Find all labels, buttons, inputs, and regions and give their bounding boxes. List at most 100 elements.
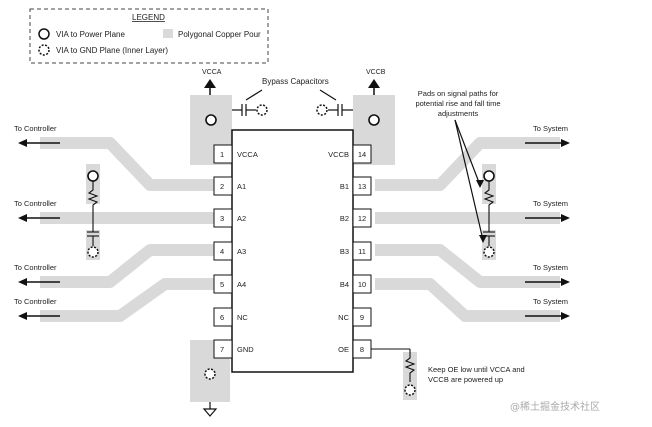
to-controller: To Controller [14, 297, 57, 306]
pin-num: 14 [358, 150, 366, 159]
gnd-via-icon [483, 246, 495, 258]
copper-traces [40, 137, 560, 322]
right-pins [352, 144, 372, 359]
pads-note-arrows [454, 119, 484, 241]
pads-note: Pads on signal paths for potential rise … [415, 89, 500, 118]
trace-b1 [375, 137, 560, 191]
pin-name: A3 [237, 247, 246, 256]
capacitor-icon [87, 218, 99, 246]
trace-a4 [40, 278, 215, 322]
pin-name: B4 [340, 280, 349, 289]
pin-name: A1 [237, 182, 246, 191]
pin-num: 4 [220, 247, 224, 256]
bypass-cap-a [232, 104, 256, 116]
pin-num: 1 [220, 150, 224, 159]
arrow-down-icon [476, 180, 484, 188]
resistor-icon [404, 349, 416, 382]
left-arrowheads [18, 139, 27, 320]
left-pin-names: VCCA A1 A2 A3 A4 NC GND [237, 150, 258, 354]
power-via-icon [205, 114, 217, 126]
via-gnd-icon [38, 44, 50, 56]
legend-copper: Polygonal Copper Pour [178, 30, 261, 39]
resistor-icon [483, 181, 495, 218]
pin-name: VCCB [328, 150, 349, 159]
ic-body [231, 129, 354, 373]
bypass-cap-b [328, 104, 353, 116]
gnd-via-icon [87, 246, 99, 258]
left-pins [213, 144, 233, 359]
arrow-right-icon [561, 214, 570, 222]
watermark: @稀土掘金技术社区 [510, 400, 600, 413]
trace-a1 [40, 137, 215, 191]
bypass-label: Bypass Capacitors [262, 77, 329, 86]
pin-num: 5 [220, 280, 224, 289]
power-via-icon [483, 170, 495, 182]
trace-a3 [40, 244, 215, 288]
pin-num: 7 [220, 345, 224, 354]
right-pin-names: VCCB B1 B2 B3 B4 NC OE [328, 150, 349, 354]
right-arrow-labels: To System To System To System To System [533, 124, 568, 306]
to-controller: To Controller [14, 124, 57, 133]
arrow-right-icon [561, 278, 570, 286]
pin-num: 12 [358, 214, 366, 223]
gnd-via-icon [404, 384, 416, 396]
pin-num: 9 [360, 313, 364, 322]
right-pin-numbers: 14 13 12 11 10 9 8 [358, 150, 366, 354]
arrow-right-icon [561, 312, 570, 320]
pin-num: 2 [220, 182, 224, 191]
pads-note-line: Pads on signal paths for [418, 89, 499, 98]
oe-note: Keep OE low until VCCA and VCCB are powe… [428, 365, 525, 384]
left-arrow-labels: To Controller To Controller To Controlle… [14, 124, 57, 306]
pin-name: GND [237, 345, 254, 354]
pin-name: VCCA [237, 150, 258, 159]
pads-note-line: potential rise and fall time [415, 99, 500, 108]
left-pin-numbers: 1 2 3 4 5 6 7 [220, 150, 224, 354]
arrow-left-icon [18, 214, 27, 222]
pin-num: 13 [358, 182, 366, 191]
gnd-via-icon [316, 104, 328, 116]
legend: LEGEND VIA to Power Plane VIA to GND Pla… [29, 8, 269, 64]
pin-num: 10 [358, 280, 366, 289]
pin-name: NC [338, 313, 349, 322]
legend-via-gnd: VIA to GND Plane (Inner Layer) [56, 46, 168, 55]
arrow-left-icon [18, 139, 27, 147]
arrow-left-icon [18, 312, 27, 320]
pin-name: NC [237, 313, 248, 322]
vccb-label: VCCB [366, 69, 386, 76]
ground-symbol-icon [202, 408, 218, 417]
to-system: To System [533, 124, 568, 133]
gnd-via-icon [256, 104, 268, 116]
pin-num: 8 [360, 345, 364, 354]
pin-num: 3 [220, 214, 224, 223]
pin-name: B3 [340, 247, 349, 256]
vccb-arrow-icon [368, 79, 380, 88]
arrow-down-icon [479, 235, 487, 243]
pin-name: B2 [340, 214, 349, 223]
pin-num: 6 [220, 313, 224, 322]
via-power-icon [38, 28, 50, 40]
to-controller: To Controller [14, 199, 57, 208]
resistor-icon [87, 181, 99, 218]
left-arrow-lines [22, 142, 60, 317]
arrow-right-icon [561, 139, 570, 147]
to-system: To System [533, 263, 568, 272]
to-controller: To Controller [14, 263, 57, 272]
trace-b4 [375, 278, 560, 322]
legend-via-power: VIA to Power Plane [56, 30, 125, 39]
bypass-arrows [245, 89, 337, 101]
legend-title: LEGEND [132, 13, 165, 22]
pin-name: B1 [340, 182, 349, 191]
to-system: To System [533, 199, 568, 208]
right-arrow-lines [525, 142, 564, 317]
pin-name: OE [338, 345, 349, 354]
power-via-icon [87, 170, 99, 182]
oe-note-line: Keep OE low until VCCA and [428, 365, 525, 374]
right-arrowheads [561, 139, 570, 320]
power-via-icon [368, 114, 380, 126]
trace-b3 [375, 244, 560, 288]
gnd-via-icon [204, 368, 216, 380]
pin-name: A2 [237, 214, 246, 223]
copper-pour-icon [163, 29, 173, 38]
pin-name: A4 [237, 280, 246, 289]
